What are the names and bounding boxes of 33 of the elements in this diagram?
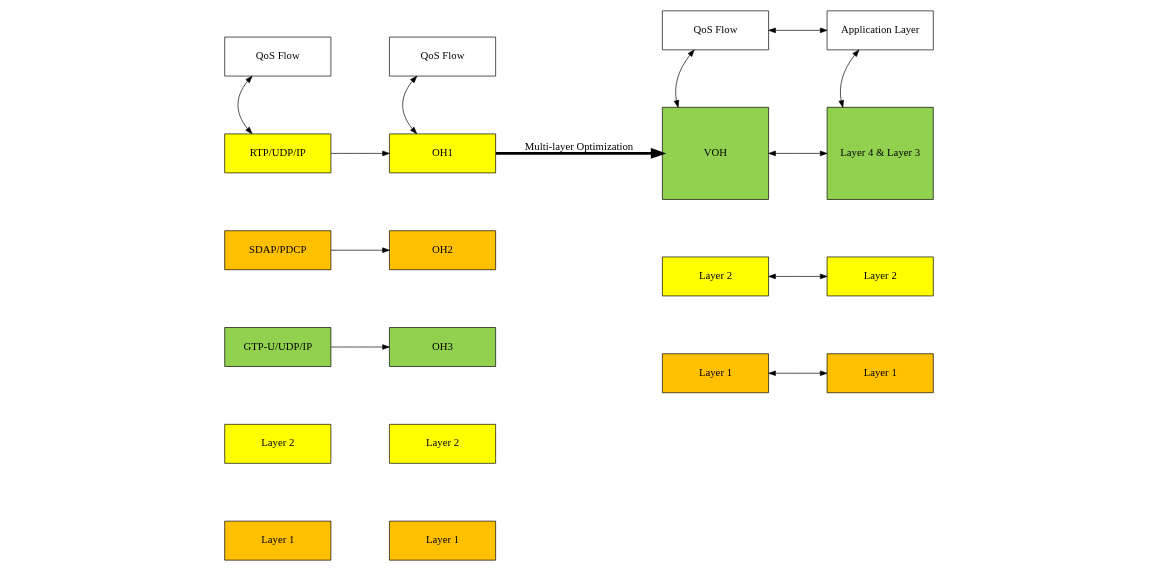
node-box: Layer 2 [826,256,934,297]
arrow [495,147,667,159]
node-box: Layer 1 [389,520,496,561]
node-box: Application Layer [826,10,934,51]
arrow [402,75,418,135]
node-box: RTP/UDP/IP [224,133,332,174]
node-box: VOH [662,107,769,200]
arrow [768,27,828,34]
arrow [768,370,828,376]
arrow [673,49,695,108]
node-box: QoS Flow [662,10,769,51]
arrow [838,49,860,108]
node-box: Layer 1 [662,353,769,394]
arrow [330,344,390,350]
node-box: OH2 [389,230,496,271]
node-box: Layer 4 & Layer 3 [826,107,934,200]
node-box: Layer 1 [826,353,934,394]
edge-label: Multi-layer Optimization [524,139,634,152]
node-box: Layer 2 [662,256,769,297]
node-box: QoS Flow [224,36,332,77]
arrow [237,75,253,135]
node-box: Layer 2 [389,424,496,464]
arrow [768,150,828,157]
node-box: Layer 2 [224,424,332,464]
arrow [330,247,390,253]
node-box: Layer 1 [224,520,332,561]
arrow [768,273,828,280]
node-box: OH1 [389,133,496,174]
node-box: GTP-U/UDP/IP [224,327,332,367]
node-box: OH3 [389,327,496,367]
node-box: QoS Flow [389,36,496,77]
node-box: SDAP/PDCP [224,230,332,271]
arrow [330,150,390,157]
